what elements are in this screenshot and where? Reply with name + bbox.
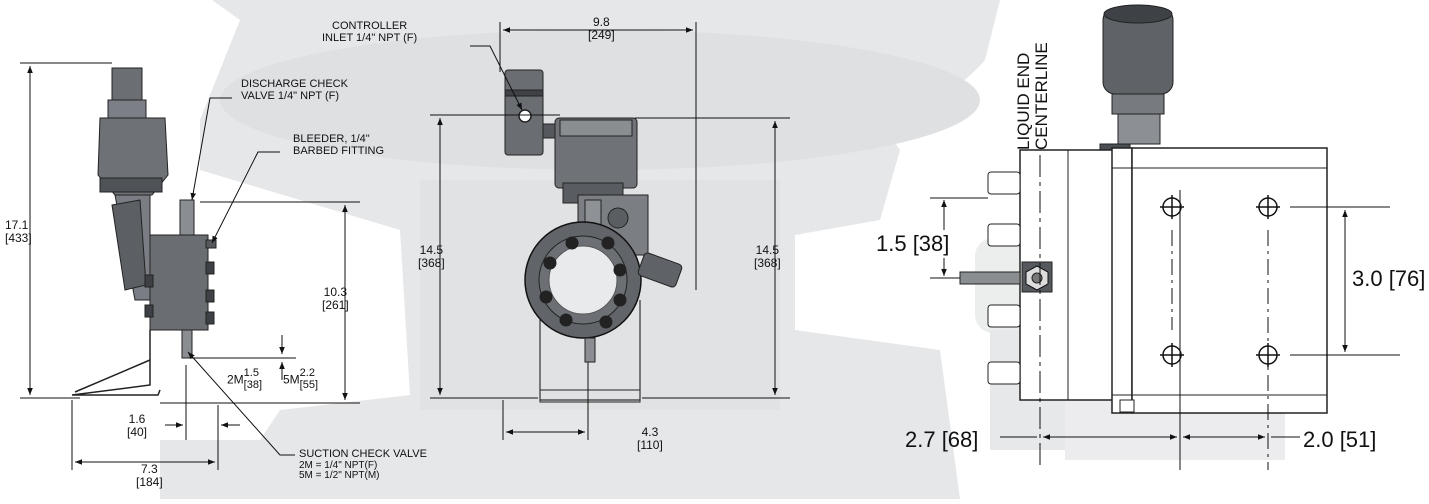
- callout-line: BLEEDER, 1/4": [293, 133, 370, 145]
- dim-value: [261]: [322, 297, 349, 312]
- dim-value: [55]: [299, 379, 319, 392]
- right-view-dimensions: [930, 155, 1400, 470]
- dim-value: 10.3: [323, 285, 348, 299]
- discharge-check-callout: DISCHARGE CHECK VALVE 1/4" NPT (F): [241, 78, 348, 102]
- dim-value: 17.1: [5, 218, 29, 232]
- callout-line: BARBED FITTING: [293, 144, 385, 157]
- centerline-line: LIQUID END: [1014, 52, 1033, 150]
- dim-value: [184]: [136, 474, 163, 489]
- front-view-pump: [504, 69, 683, 403]
- dim-value: [433]: [5, 230, 32, 245]
- callout-line: CONTROLLER: [332, 20, 408, 32]
- dim-value: 14.5: [419, 243, 444, 257]
- dim-value: 7.3: [141, 462, 158, 476]
- side-view-dimensions: [20, 62, 360, 470]
- dim-offset: 1.6 [40]: [127, 413, 147, 438]
- dim-value: [40]: [127, 424, 148, 439]
- dim-value: [249]: [588, 27, 615, 42]
- bleeder-callout: BLEEDER, 1/4" BARBED FITTING: [293, 133, 385, 157]
- dim-value: [38]: [243, 379, 263, 392]
- front-view-dimensions: [430, 22, 790, 440]
- dim-liquid-end-offset: 2.7 [68]: [905, 427, 979, 452]
- controller-inlet-callout: CONTROLLER INLET 1/4" NPT (F): [322, 20, 418, 44]
- dim-mount-width: 2.0 [51]: [1303, 427, 1377, 452]
- dim-value: 2.2: [299, 367, 315, 379]
- dim-front-base: 4.3 [110]: [637, 426, 663, 451]
- dim-front-width: 9.8 [249]: [588, 16, 615, 41]
- dim-value: [110]: [637, 437, 663, 452]
- right-view-pump: [959, 4, 1328, 414]
- callout-line: DISCHARGE CHECK: [241, 78, 348, 90]
- dim-prefix: 5M: [283, 372, 300, 387]
- dim-value: 9.8: [593, 15, 610, 29]
- suction-check-callout: SUCTION CHECK VALVE 2M = 1/4" NPT(F) 5M …: [299, 448, 427, 482]
- dim-value: 4.3: [641, 425, 659, 439]
- callout-line: INLET 1/4" NPT (F): [322, 31, 418, 44]
- dim-prefix: 2M: [227, 372, 244, 387]
- dim-front-height-left: 14.5 [368]: [418, 244, 445, 269]
- centerline-line: CENTERLINE: [1031, 42, 1051, 150]
- side-view-pump: [71, 67, 217, 396]
- callout-line: VALVE 1/4" NPT (F): [241, 89, 340, 102]
- dim-value: 14.5: [755, 243, 780, 257]
- centerline-label: LIQUID END CENTERLINE: [1014, 42, 1051, 150]
- dim-value: 1.6: [128, 412, 146, 426]
- dim-side-offset: 1.5 [38]: [876, 231, 950, 256]
- dim-value: [368]: [754, 255, 781, 270]
- callout-line: 5M = 1/2" NPT(M): [299, 470, 380, 482]
- callout-line: SUCTION CHECK VALVE: [299, 448, 427, 460]
- dim-mount-height: 3.0 [76]: [1352, 266, 1426, 291]
- dim-front-height-right: 14.5 [368]: [754, 244, 781, 269]
- dim-base-width: 7.3 [184]: [136, 463, 163, 488]
- callout-line: 2M = 1/4" NPT(F): [299, 459, 378, 471]
- dim-discharge-height: 10.3 [261]: [322, 286, 349, 311]
- dim-value: 1.5: [243, 367, 259, 379]
- dim-overall-height: 17.1 [433]: [5, 219, 32, 244]
- dim-value: [368]: [418, 255, 445, 270]
